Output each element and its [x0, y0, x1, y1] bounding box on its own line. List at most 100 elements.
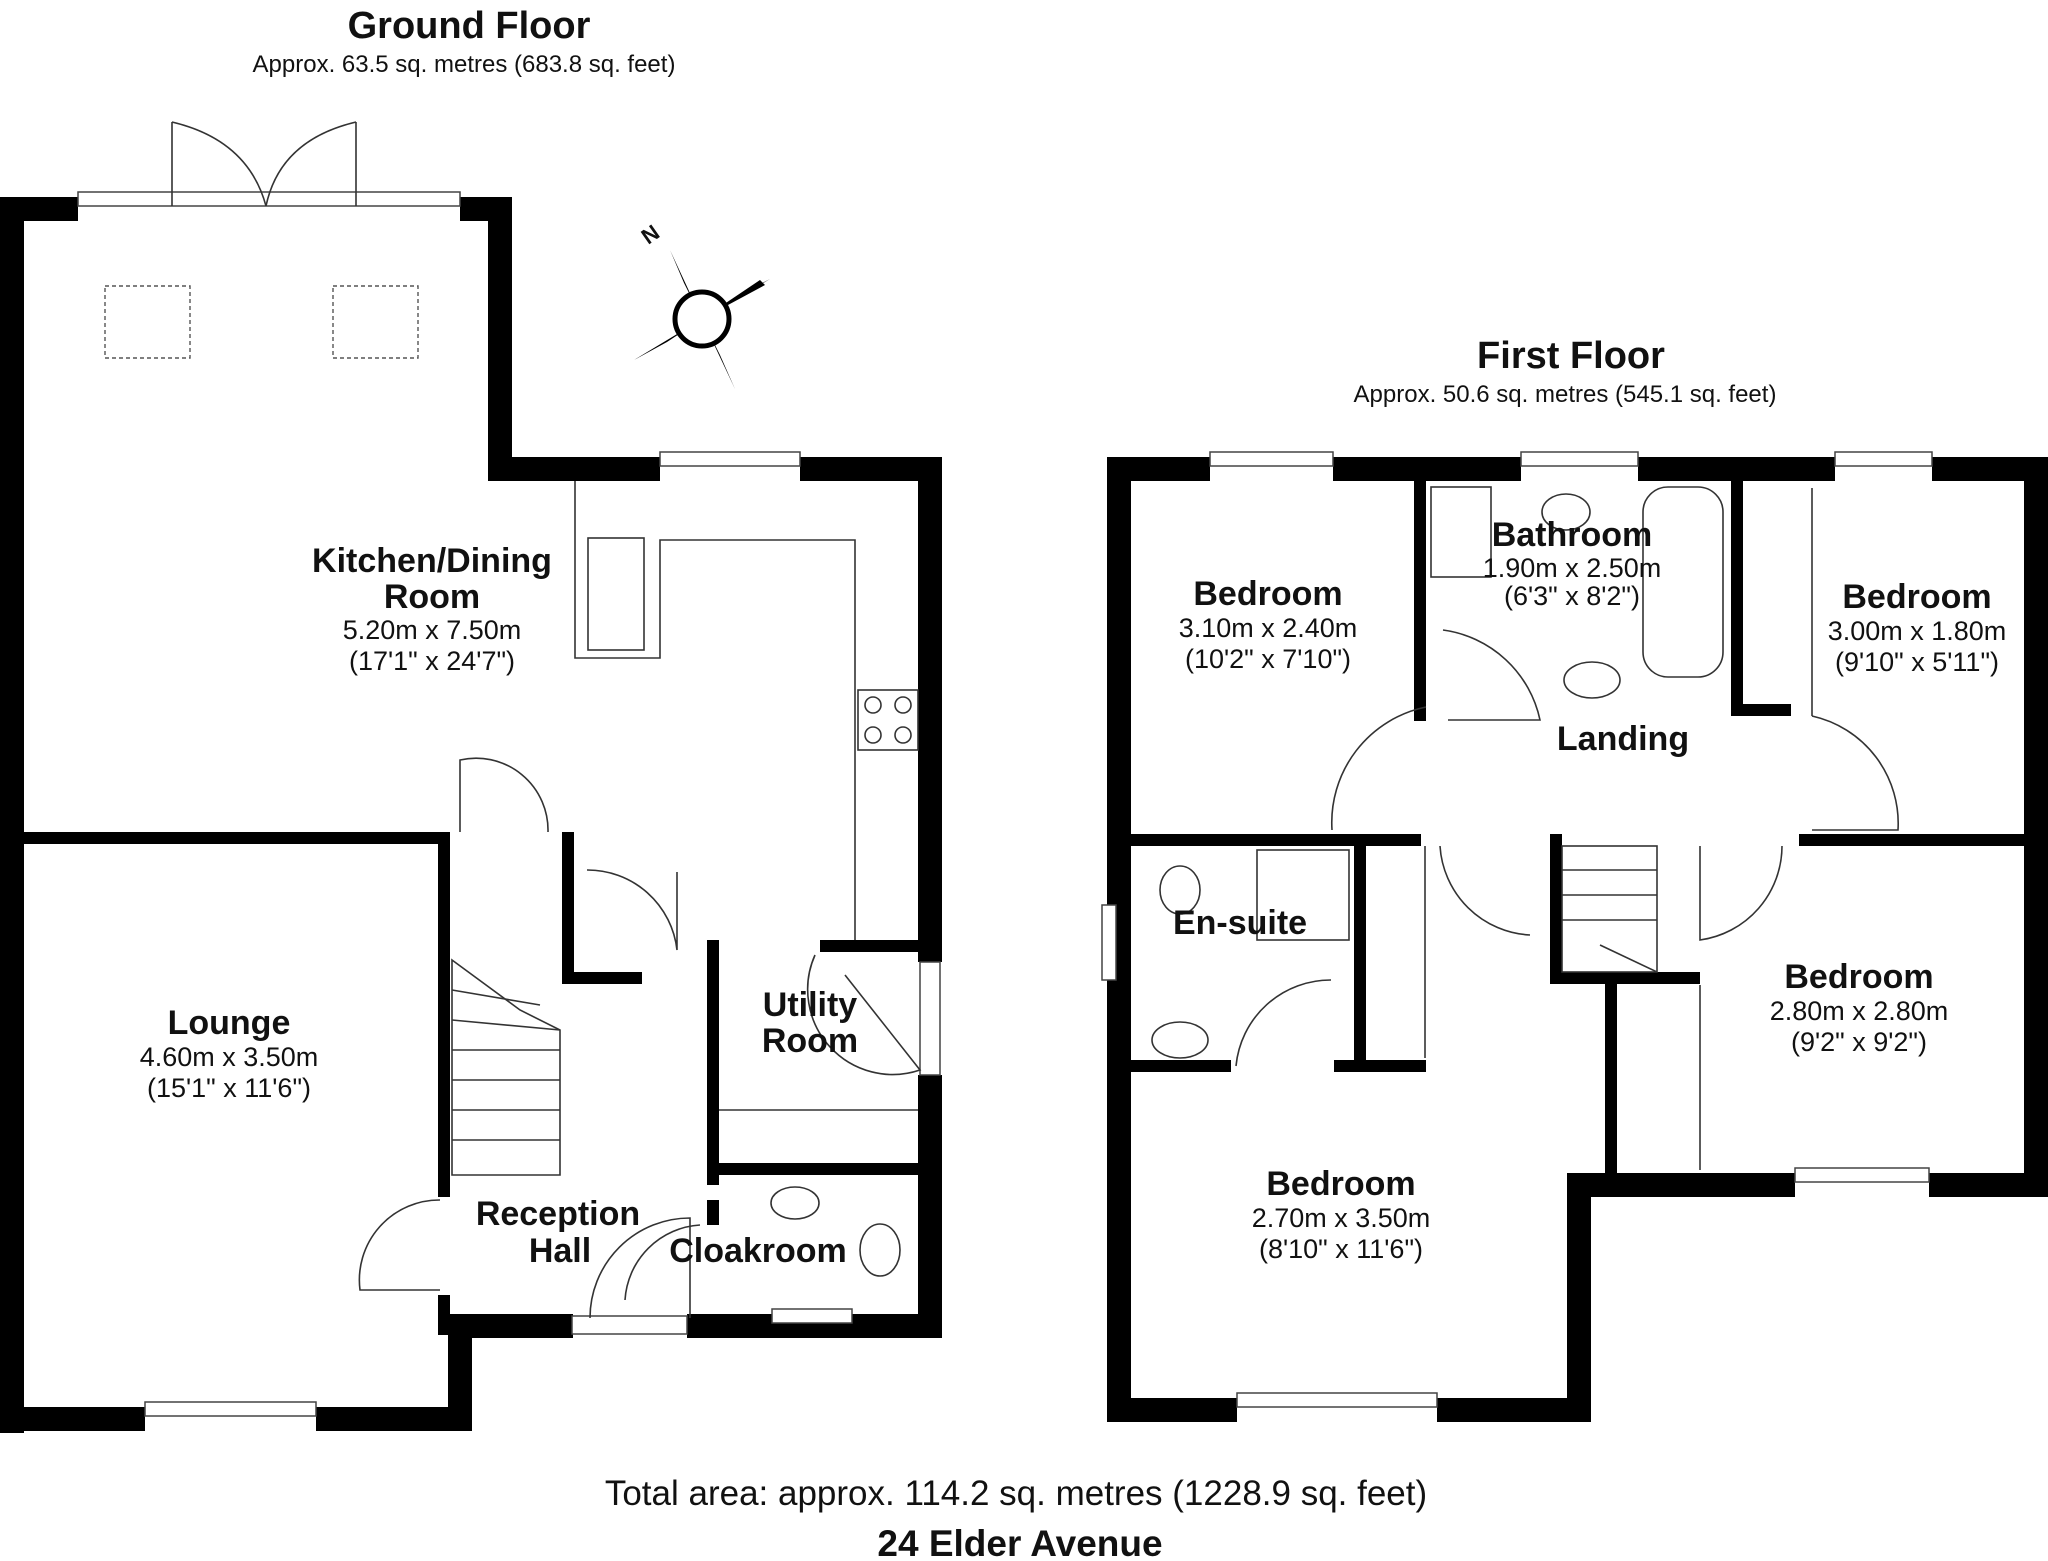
door — [358, 1199, 441, 1291]
room-dimensions-metric: 1.90m x 2.50m — [1483, 553, 1662, 583]
window — [77, 191, 461, 207]
door — [806, 954, 922, 1076]
ground-floor-plan — [0, 121, 942, 1433]
room-name: Room — [762, 1022, 858, 1060]
wall — [1550, 834, 1562, 984]
door — [1330, 706, 1427, 831]
room-name: Bathroom — [1492, 516, 1653, 554]
basin-icon — [1563, 661, 1621, 699]
french-door — [265, 121, 357, 207]
wall — [316, 1407, 472, 1431]
wall — [1799, 834, 2024, 846]
wall — [448, 1314, 472, 1423]
wall — [562, 972, 642, 984]
ground-floor-title: Ground Floor — [348, 5, 591, 47]
door — [586, 869, 678, 951]
wall — [1731, 481, 1743, 711]
wall — [918, 1075, 942, 1337]
room-dimensions-metric: 4.60m x 3.50m — [140, 1042, 319, 1072]
room-name: En-suite — [1173, 904, 1307, 942]
wall — [24, 832, 450, 844]
shower-icon — [1256, 849, 1350, 941]
wall — [1414, 481, 1426, 721]
wall — [707, 1200, 719, 1225]
room-name: Reception — [476, 1195, 640, 1233]
wall — [820, 940, 930, 952]
compass-north-label: N — [637, 220, 664, 250]
wall — [1131, 1060, 1231, 1072]
wall — [1107, 1398, 1237, 1422]
wall — [1550, 972, 1700, 984]
toilet-icon — [1159, 865, 1201, 915]
wall — [2024, 457, 2048, 1197]
wall — [1567, 1173, 1795, 1197]
room-name: Cloakroom — [669, 1232, 847, 1270]
window — [1794, 1167, 1930, 1183]
room-dimensions-metric: 2.80m x 2.80m — [1770, 996, 1949, 1026]
wall — [1131, 834, 1421, 846]
door — [1699, 845, 1783, 941]
room-dimensions-imperial: (10'2" x 7'10") — [1185, 644, 1351, 674]
compass-icon — [672, 289, 732, 349]
window — [1236, 1392, 1438, 1408]
compass-rose — [634, 250, 770, 389]
wall — [562, 832, 574, 982]
wall — [918, 457, 942, 962]
wall — [0, 197, 24, 1433]
room-name: Lounge — [168, 1004, 291, 1042]
first-floor-plan — [1101, 451, 2048, 1422]
room-dimensions-imperial: (9'2" x 9'2") — [1791, 1027, 1927, 1057]
basin-icon — [770, 1186, 820, 1220]
hob-icon — [857, 689, 919, 751]
ground-floor-area: Approx. 63.5 sq. metres (683.8 sq. feet) — [253, 51, 676, 78]
first-floor-area: Approx. 50.6 sq. metres (545.1 sq. feet) — [1354, 381, 1777, 408]
room-dimensions-imperial: (6'3" x 8'2") — [1504, 581, 1640, 611]
bath-icon — [1642, 486, 1724, 678]
window — [659, 451, 801, 467]
wall — [707, 1163, 929, 1175]
sink-icon — [587, 537, 645, 651]
room-dimensions-metric: 3.10m x 2.40m — [1179, 613, 1358, 643]
shower-icon — [1430, 486, 1492, 578]
room-dimensions-metric: 5.20m x 7.50m — [343, 615, 522, 645]
door — [1235, 979, 1332, 1067]
staircase — [1561, 845, 1658, 973]
window — [144, 1401, 317, 1417]
window — [771, 1308, 853, 1324]
room-name: Kitchen/Dining — [312, 542, 552, 580]
room-dimensions-metric: 2.70m x 3.50m — [1252, 1203, 1431, 1233]
front-door-threshold — [571, 1315, 688, 1335]
wall — [0, 1407, 145, 1431]
door — [624, 1224, 701, 1301]
door — [1442, 629, 1541, 721]
wall — [1437, 1398, 1591, 1422]
wall — [438, 1295, 450, 1335]
room-name: Bedroom — [1842, 578, 1991, 616]
wall — [0, 197, 78, 221]
room-dimensions-imperial: (8'10" x 11'6") — [1259, 1234, 1423, 1264]
window — [1209, 451, 1334, 467]
kitchen-worktop — [574, 481, 856, 940]
room-name: Utility — [763, 986, 858, 1024]
room-dimensions-metric: 3.00m x 1.80m — [1828, 616, 2007, 646]
room-dimensions-imperial: (9'10" x 5'11") — [1835, 647, 1999, 677]
room-name: Room — [384, 578, 480, 616]
total-area: Total area: approx. 114.2 sq. metres (12… — [605, 1474, 1427, 1513]
wall — [1107, 457, 1210, 481]
room-dimensions-imperial: (17'1" x 24'7") — [349, 646, 515, 676]
room-name: Bedroom — [1193, 575, 1342, 613]
room-name: Bedroom — [1266, 1165, 1415, 1203]
wall — [1334, 1060, 1426, 1072]
wall — [488, 457, 660, 481]
door — [1439, 845, 1531, 936]
door — [459, 757, 549, 833]
window — [919, 961, 941, 1076]
first-floor-title: First Floor — [1477, 335, 1665, 377]
roof-light — [332, 285, 419, 359]
property-address: 24 Elder Avenue — [877, 1523, 1162, 1561]
window — [1101, 904, 1117, 981]
basin-icon — [1151, 1021, 1209, 1059]
wall — [1333, 457, 1521, 481]
wall — [1638, 457, 1835, 481]
